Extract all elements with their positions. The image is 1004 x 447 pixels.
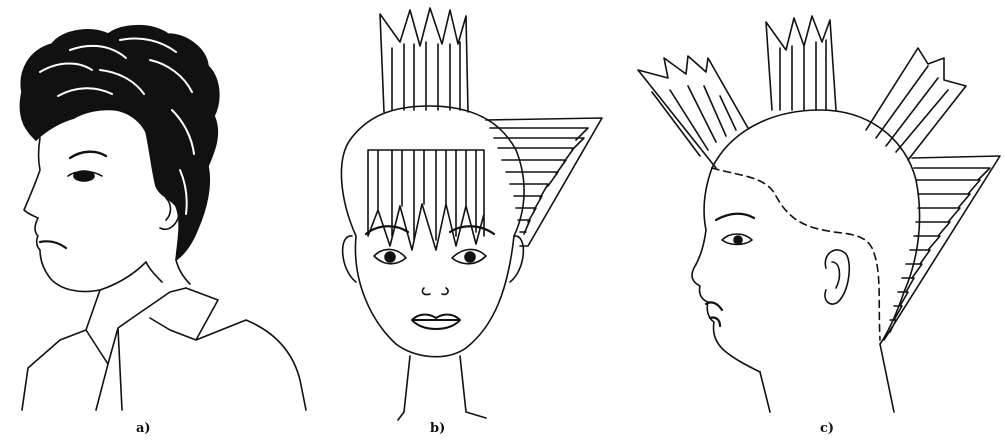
face-profile	[692, 168, 760, 372]
back-hair-section	[866, 48, 966, 160]
pupil-left	[385, 252, 395, 262]
ear-right	[510, 236, 523, 282]
crown-hair-section	[766, 16, 836, 110]
neck	[760, 344, 894, 412]
top-hair-section	[380, 8, 468, 112]
caption-b: b)	[430, 421, 445, 436]
ear-inner	[166, 198, 171, 220]
caption-a: a)	[136, 421, 151, 436]
neck	[398, 356, 486, 420]
head-outline	[712, 110, 920, 344]
ear-inner	[832, 262, 839, 288]
lips	[412, 315, 460, 330]
panel-a-portrait	[20, 26, 306, 410]
ear	[825, 250, 849, 304]
face-profile	[24, 138, 146, 292]
panel-b-front-view	[341, 8, 602, 420]
pupil	[734, 236, 742, 244]
brow-left	[366, 226, 408, 234]
hairline-guide	[712, 168, 880, 340]
eyebrow	[716, 214, 754, 220]
nape-hair-section	[884, 156, 1000, 340]
side-hair-section	[486, 118, 602, 246]
front-hair-section	[638, 56, 748, 168]
ear-left	[343, 236, 356, 282]
eyebrow	[70, 152, 106, 158]
shirt-collar	[22, 288, 306, 410]
panel-c-side-view	[638, 16, 1000, 412]
pupil-right	[465, 252, 475, 262]
hair-mass	[20, 26, 218, 260]
fringe-section	[368, 150, 484, 250]
caption-c: c)	[820, 421, 834, 436]
mouth	[40, 241, 66, 248]
nose	[422, 288, 448, 295]
neck	[146, 260, 190, 284]
